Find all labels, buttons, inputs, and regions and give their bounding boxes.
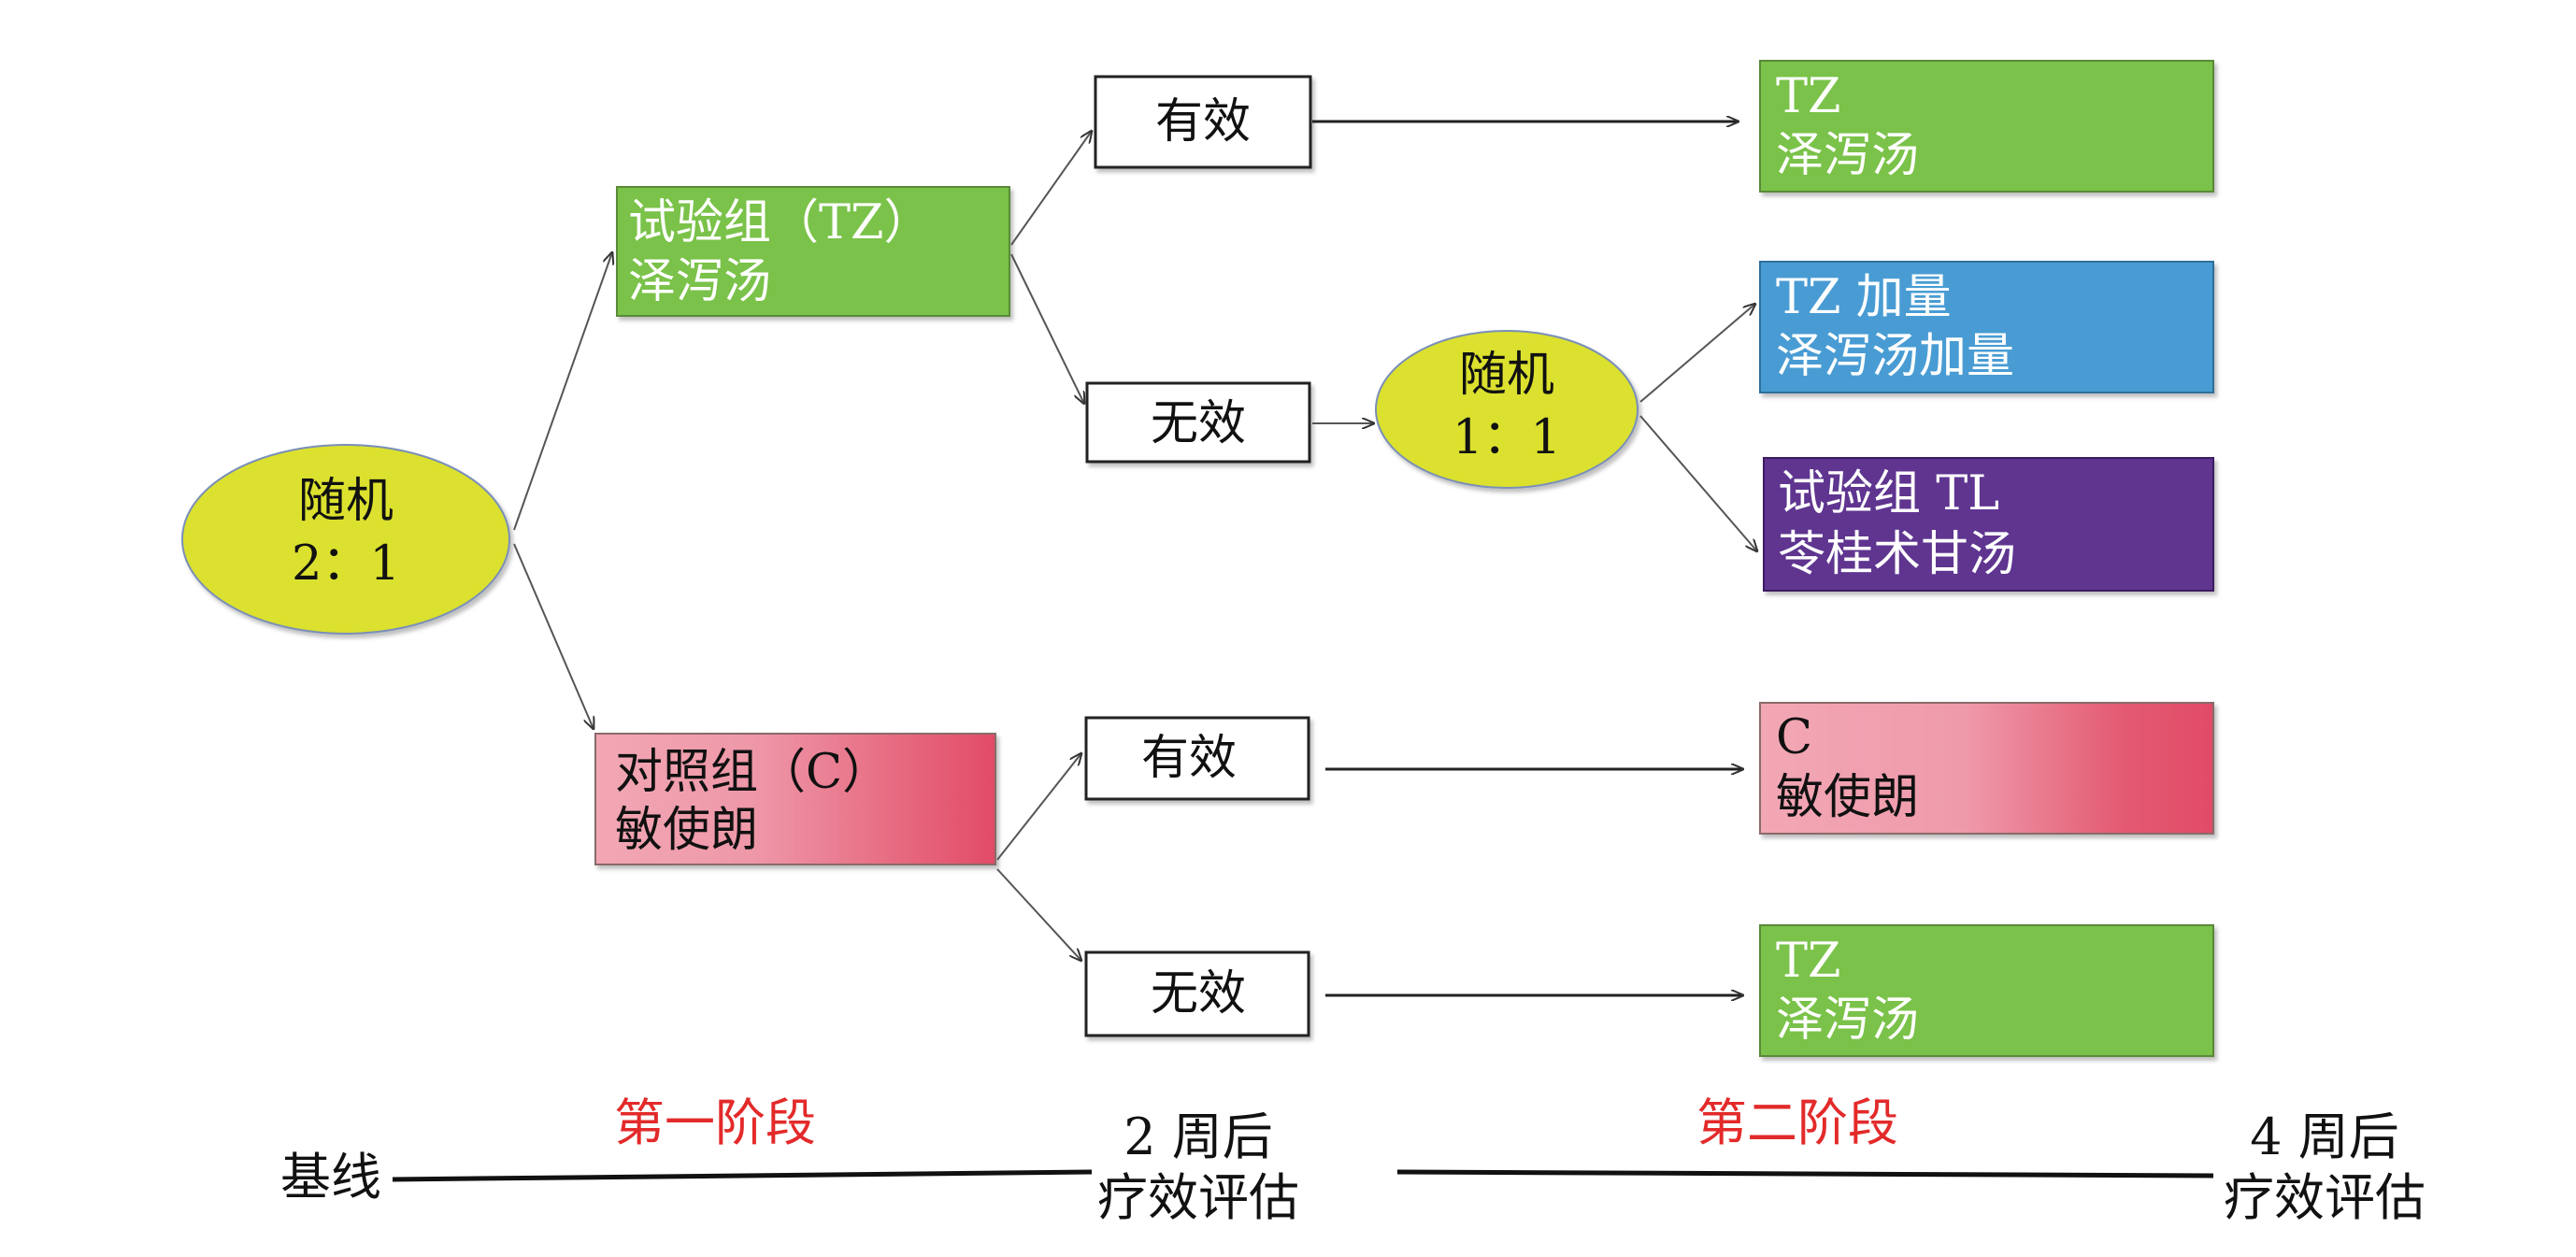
timeline-eval4-line2: 疗效评估	[2224, 1168, 2426, 1227]
arrow-random-to-tz-plus	[1639, 304, 1755, 403]
result-tz-plus: TZ 加量 泽泻汤加量	[1759, 261, 2214, 393]
result-c-continue-code: C	[1776, 710, 1812, 765]
arrow-to-c-group	[513, 543, 594, 729]
result-tl-code: 试验组 TL	[1778, 466, 1999, 521]
result-tz-continue-box	[1759, 60, 2214, 193]
result-tz-continue: TZ 泽泻汤	[1759, 60, 2214, 193]
c-ineffective-node: 无效	[1084, 950, 1310, 1037]
tz-group-title: 试验组（TZ）	[628, 195, 931, 250]
tz-effective-label: 有效	[1155, 94, 1251, 150]
timeline-stage2-line	[1396, 1169, 2214, 1178]
result-c-continue-drug: 敏使朗	[1776, 770, 1919, 825]
arrow-c-to-effective	[996, 753, 1081, 861]
c-group-box	[594, 733, 996, 865]
arrow-c-to-ineffective	[996, 868, 1081, 961]
c-group-node: 对照组（C） 敏使朗	[594, 733, 996, 865]
tz-effective-box	[1094, 75, 1312, 169]
arrow-tz-to-ineffective	[1010, 253, 1084, 404]
tz-group-node: 试验组（TZ） 泽泻汤	[616, 186, 1010, 317]
result-c-to-tz: TZ 泽泻汤	[1759, 924, 2214, 1057]
tz-group-box	[616, 186, 1010, 317]
result-c-to-tz-code: TZ	[1776, 934, 1840, 989]
timeline-eval2-line2: 疗效评估	[1097, 1168, 1299, 1227]
tz-ineffective-label: 无效	[1151, 396, 1246, 451]
result-c-continue-box	[1759, 702, 2214, 835]
c-ineffective-box	[1084, 950, 1310, 1037]
timeline-stage1-label: 第一阶段	[614, 1093, 816, 1152]
c-ineffective-label: 无效	[1151, 966, 1246, 1021]
tz-ineffective-node: 无效	[1085, 381, 1311, 464]
random-sub-label: 随机	[1459, 348, 1554, 403]
timeline-baseline: 基线	[280, 1148, 381, 1207]
result-tz-continue-drug: 泽泻汤	[1776, 128, 1919, 183]
result-tl-drug: 苓桂术甘汤	[1778, 527, 2016, 582]
c-group-drug: 敏使朗	[615, 803, 758, 858]
result-tz-plus-code: TZ 加量	[1776, 270, 1952, 325]
arrow-random-to-tl	[1639, 415, 1757, 551]
result-c-to-tz-box	[1759, 924, 2214, 1057]
tz-ineffective-box	[1085, 381, 1311, 464]
random-sub-ratio: 1：1	[1453, 410, 1561, 465]
random-sub-oval	[1375, 330, 1639, 489]
random-main-oval	[181, 444, 510, 635]
arrow-tz-to-effective	[1010, 131, 1092, 246]
arrow-to-tz-group	[513, 252, 612, 531]
c-effective-box	[1084, 716, 1310, 801]
result-tz-plus-box	[1759, 261, 2214, 393]
result-c-to-tz-drug: 泽泻汤	[1776, 993, 1919, 1048]
timeline-eval4-line1: 4 周后	[2250, 1107, 2399, 1166]
result-c-continue: C 敏使朗	[1759, 702, 2214, 835]
tz-effective-node: 有效	[1094, 75, 1312, 169]
result-tz-continue-code: TZ	[1776, 69, 1840, 124]
timeline-eval2-line1: 2 周后	[1123, 1107, 1273, 1166]
timeline-stage2-label: 第二阶段	[1696, 1093, 1898, 1152]
random-main-node: 随机 2：1	[181, 444, 510, 635]
tz-group-drug: 泽泻汤	[628, 254, 771, 309]
random-sub-node: 随机 1：1	[1375, 330, 1639, 489]
random-main-ratio: 2：1	[292, 536, 400, 592]
c-group-title: 对照组（C）	[615, 745, 890, 800]
result-tl-box	[1763, 457, 2214, 592]
c-effective-node: 有效	[1084, 716, 1310, 801]
result-tl: 试验组 TL 苓桂术甘汤	[1763, 457, 2214, 592]
c-effective-label: 有效	[1141, 731, 1237, 786]
timeline: 基线 第一阶段 2 周后 疗效评估 第二阶段 4 周后 疗效评估	[280, 1093, 2426, 1227]
timeline-stage1-line	[392, 1169, 1093, 1182]
result-tz-plus-drug: 泽泻汤加量	[1776, 329, 2014, 384]
random-main-label: 随机	[298, 474, 394, 529]
